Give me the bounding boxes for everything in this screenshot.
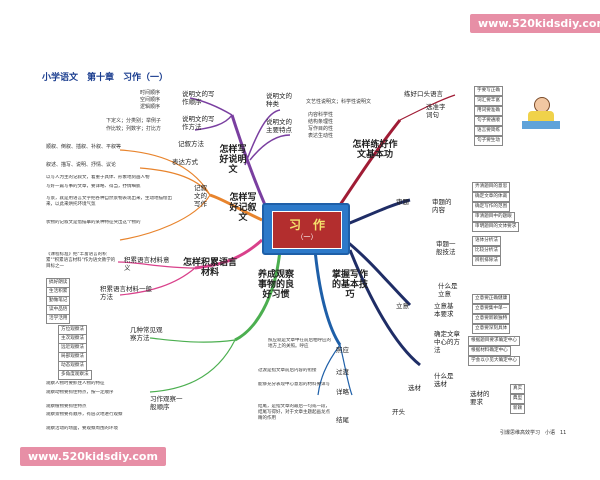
st-yiban: 审题一般技法 xyxy=(436,240,456,256)
sm-shunxu-item: 时间顺序 xyxy=(140,90,161,96)
sm-fangfa: 说明文的写作方法 xyxy=(182,115,215,131)
jl-item: 活学活用 xyxy=(46,314,71,324)
xc-item: 典型 xyxy=(510,394,526,404)
sm-tedian-item: 写作目的性 xyxy=(308,126,334,132)
st-item: 确定文章的体裁 xyxy=(472,192,511,202)
center-node-image: 习 作 （一） xyxy=(272,211,342,249)
st-neirong: 审题的内容 xyxy=(432,198,452,214)
page-title: 小学语文 第十章 习作（一） xyxy=(42,73,169,83)
gc-step: 观察动物要抓住特点，按一定顺序 xyxy=(46,390,114,395)
js-fangfa: 记叙文的写作 xyxy=(194,184,207,208)
branch-jishi: 怎样写好记叙文 xyxy=(229,193,257,223)
ly-liyi: 立意 xyxy=(396,302,409,310)
ly-jiben: 立意基本要求 xyxy=(434,302,454,318)
st-yiban-item: 比较分析法 xyxy=(472,246,501,256)
kt-item: 词汇要丰富 xyxy=(474,96,503,106)
st-item: 弄清题目的意思 xyxy=(472,182,511,192)
kt-item: 语言要简练 xyxy=(474,126,503,136)
st-yiban-item: 辨别排除法 xyxy=(472,256,501,266)
kt-item: 字要写正确 xyxy=(474,86,503,96)
xc-tujing: 选材的要求 xyxy=(470,390,490,406)
kt-lian: 练好口头语言 xyxy=(404,90,443,98)
ly-fangfa-item: 学会以小见大确定中心 xyxy=(468,356,520,366)
js-line: 以写人为主的记叙文，着重于具体、形象地刻画人物 xyxy=(46,175,150,180)
sm-fangfa-item: 作比较；列数字；打比方 xyxy=(106,126,162,132)
jq-jiewei: 结尾 xyxy=(336,416,349,424)
branch-guancha: 养成观察事物的良好习惯 xyxy=(257,270,294,300)
kt-item: 句子要通顺 xyxy=(474,116,503,126)
jq-xianglue-text: 能够充分表现中心意思的材料要详写 xyxy=(258,382,330,387)
js-biaoda-items: 叙述、描写、说明、抒情、议论 xyxy=(46,162,117,168)
sm-fangfa-item: 下定义；分类别；举例子 xyxy=(106,118,162,124)
st-item: 确定写作的范围 xyxy=(472,202,511,212)
center-subtitle: （一） xyxy=(296,233,318,241)
watermark-bottom: www.520kidsdiy.com xyxy=(20,447,166,466)
gc-step: 观察活动的场面，要观察周围的环境 xyxy=(46,426,118,431)
gc-item: 多角度观察法 xyxy=(58,370,92,380)
xc-item: 真实 xyxy=(510,384,526,394)
gc-step: 观察景物要有顺序，有层次地进行观察 xyxy=(46,412,123,417)
jq-huying: 照应 xyxy=(336,346,349,354)
center-title: 习 作 xyxy=(288,218,325,232)
center-node: 习 作 （一） xyxy=(262,203,350,255)
js-liangfa: 记叙方法 xyxy=(178,140,204,148)
footer-text: 引爆思维高效学习 小语 11 xyxy=(500,430,567,436)
jq-jiewei-text: 结尾，是指文章的最后一句或一段，结尾写得好，对于文章主题起画龙点睛的作用 xyxy=(258,404,330,421)
sm-shunxu-item: 空间顺序 xyxy=(140,97,161,103)
sm-tedian: 说明文的主要特点 xyxy=(266,118,292,134)
ly-jiben-item: 立意要集中单一 xyxy=(472,304,511,314)
gc-changjian: 几种常见观察方法 xyxy=(130,326,163,342)
xc-xuancai: 选材 xyxy=(408,384,421,392)
js-line: 写景，就是用语言文字把各种自然景物表现出来，生动地描绘出来，以此来烘托环境气氛 xyxy=(46,196,172,207)
sm-zhonglei-item: 文艺性说明文；科学性说明文 xyxy=(306,99,372,105)
gc-step: 观察人物时要抓住人物的特征 xyxy=(46,381,105,386)
kt-xuanze: 选准字词句 xyxy=(426,103,446,119)
ly-fangfa-item: 根据材料确定中心 xyxy=(468,346,511,356)
ly-jiben-item: 立意要新颖独特 xyxy=(472,314,511,324)
jl-fangfa: 积累语言材料一般方法 xyxy=(100,285,152,301)
jq-guodu-text: 过渡是指文章前后内容的衔接 xyxy=(258,368,317,373)
ly-jiben-item: 立意要深刻具体 xyxy=(472,324,511,334)
ly-fangfa: 确定文章中心的方法 xyxy=(434,330,460,354)
jq-xianglue: 详略 xyxy=(336,388,349,396)
watermark-top: www.520kidsdiy.com xyxy=(470,14,600,33)
gc-shunxu: 习作观察一般顺序 xyxy=(150,395,183,411)
sm-tedian-item: 表达生动性 xyxy=(308,133,334,139)
js-biaoda: 表达方式 xyxy=(172,158,198,166)
sm-shunxu: 说明文的写作顺序 xyxy=(182,90,215,106)
jl-yiyi-text: 《课程标准》把"丰富语言的积累""积累语言材料"作为语文教学的目标之一 xyxy=(46,252,116,269)
sm-tedian-item: 结构条理性 xyxy=(308,119,334,125)
jl-yiyi: 积累语言材料意义 xyxy=(124,256,170,272)
xc-shime: 什么是选材 xyxy=(434,372,454,388)
kt-item: 用词要准确 xyxy=(474,106,503,116)
branch-jiqiao: 掌握写作的基本技巧 xyxy=(331,270,368,300)
sm-shunxu-item: 逻辑顺序 xyxy=(140,104,161,110)
kt-item: 句子要生动 xyxy=(474,136,503,146)
ly-jiben-item: 立意要正确健康 xyxy=(472,294,511,304)
branch-jilei: 怎样积累语言材料 xyxy=(182,258,237,278)
js-line: 写好一篇写事的文章，要详略、得当，抒情细腻 xyxy=(46,184,141,189)
branch-shuoming: 怎样写好说明文 xyxy=(219,145,247,175)
ly-fangfa-item: 根据题目要求确定中心 xyxy=(468,336,520,346)
jq-huying-text: 照应就是文章中在前后相呼应的地方上的关照。呼应 xyxy=(268,338,331,349)
js-liangfa-items: 顺叙、倒叙、插叙、补叙、平叙等 xyxy=(46,144,122,150)
reading-child-illustration xyxy=(520,95,562,133)
sm-tedian-item: 内容科学性 xyxy=(308,112,334,118)
sm-zhonglei: 说明文的种类 xyxy=(266,92,292,108)
branch-kaitou: 怎样练好作文基本功 xyxy=(352,140,398,160)
js-line: 状物的记叙文是借描摹的某种特征突出这个物的 xyxy=(46,220,141,225)
jq-guodu: 过渡 xyxy=(336,368,349,376)
jq-kaitou: 开头 xyxy=(392,408,405,416)
xc-item: 新颖 xyxy=(510,404,526,414)
st-shenti: 审题 xyxy=(396,198,409,206)
ly-shime: 什么是立意 xyxy=(438,282,458,298)
st-yiban-item: 语体分析法 xyxy=(472,236,501,246)
st-item: 审清题目中的题眼 xyxy=(472,212,515,222)
st-item: 审明题目的文体要求 xyxy=(472,222,520,232)
gc-step: 观察植物要抓住特点 xyxy=(46,404,87,409)
